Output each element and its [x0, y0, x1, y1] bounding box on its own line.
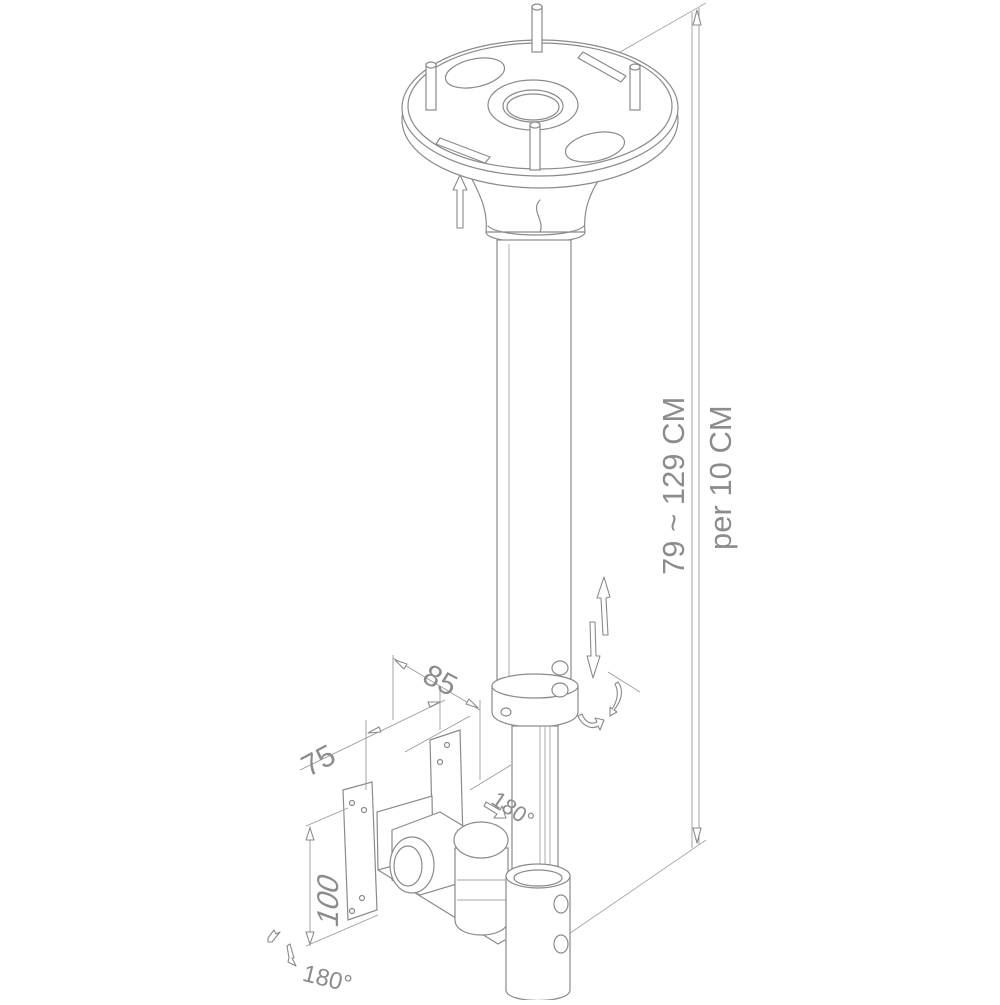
bolt-top	[531, 3, 543, 53]
upper-tube	[496, 239, 572, 691]
clamp-screw-2	[553, 934, 569, 954]
adjust-up-arrow-icon	[596, 576, 611, 636]
pole-rotate-arrow-icon	[577, 713, 605, 731]
tilt-swivel-head	[389, 811, 509, 936]
bolt-left	[425, 61, 437, 111]
bracket-dimension-lines	[299, 655, 481, 947]
adjust-down-arrow-icon	[586, 621, 601, 679]
tilt-arrow-left-icon	[267, 929, 281, 943]
bolt-right	[629, 63, 641, 111]
clamp-screw-1	[553, 894, 569, 914]
mount-up-arrow-icon	[452, 174, 468, 229]
motion-arrows	[267, 576, 641, 967]
bottom-clamp	[505, 863, 571, 1002]
lock-screw-2	[551, 682, 569, 698]
height-collar	[491, 660, 579, 728]
lock-screw-1	[551, 660, 569, 676]
rotate-arrow-icon	[609, 681, 623, 717]
ceiling-plate	[401, 3, 679, 244]
height-step-label: per 10 CM	[703, 405, 738, 550]
inner-tube	[511, 725, 559, 877]
height-dimension-label: 100	[312, 869, 345, 932]
dim-arrow-top-icon	[692, 9, 702, 26]
bolt-front	[529, 121, 541, 171]
tilt-arrow-right-icon	[286, 943, 297, 967]
dim-arrow-bottom-icon	[692, 827, 702, 844]
height-range-label: 79 ~ 129 CM	[656, 396, 691, 575]
swivel-arrow-icon	[483, 801, 507, 819]
